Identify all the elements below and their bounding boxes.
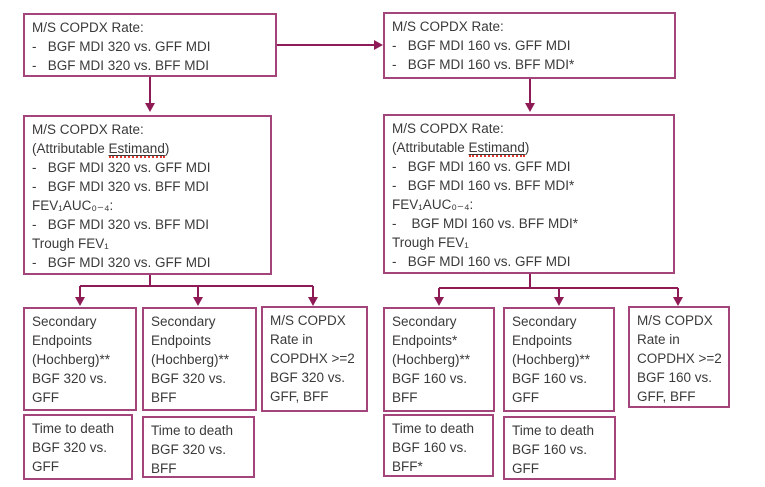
box-ms-copdx-rate-bgf160: M/S COPDX Rate: - BGF MDI 160 vs. GFF MD… [383, 12, 676, 79]
attributable-prefix: (Attributable [392, 140, 469, 155]
box-time-to-death-320-bff: Time to death BGF 320 vs. BFF [142, 416, 255, 478]
box-line: (Attributable Estimand) [32, 139, 264, 158]
box-line: Trough FEV₁ [32, 236, 109, 251]
box-line: - BGF MDI 160 vs. BFF MDI* [392, 216, 579, 231]
box-line: M/S COPDX Rate: [32, 122, 144, 137]
box-time-to-death-160-gff: Time to death BGF 160 vs. GFF [503, 416, 616, 480]
arrow-320-to-160-icon [277, 40, 383, 50]
box-copdx-rate-copdhx-320: M/S COPDX Rate in COPDHX >=2 BGF 320 vs.… [261, 306, 368, 412]
box-secondary-endpoints-320-bff: Secondary Endpoints (Hochberg)** BGF 320… [142, 307, 257, 411]
estimand-word-misspelled: Estimand [108, 141, 165, 158]
box-line: - BGF MDI 320 vs. BFF MDI [32, 217, 210, 232]
estimand-word-misspelled: Estimand [468, 140, 525, 157]
box-secondary-endpoints-160-bff: Secondary Endpoints* (Hochberg)** BGF 16… [383, 307, 495, 412]
box-line: FEV₁AUC₀₋₄: [392, 197, 474, 212]
box-line: - BGF MDI 320 vs. GFF MDI [32, 255, 211, 270]
arrow-320-down-icon [145, 77, 155, 112]
connector-tree-160-icon [434, 274, 683, 306]
box-copdx-rate-copdhx-160: M/S COPDX Rate in COPDHX >=2 BGF 160 vs.… [628, 306, 730, 408]
box-line: - BGF MDI 160 vs. GFF MDI [392, 159, 571, 174]
box-line: - BGF MDI 160 vs. GFF MDI [392, 254, 571, 269]
box-secondary-endpoints-160-gff: Secondary Endpoints (Hochberg)** BGF 160… [503, 307, 615, 412]
box-attributable-estimand-bgf320: M/S COPDX Rate: (Attributable Estimand) … [23, 115, 272, 275]
box-time-to-death-160-bff: Time to death BGF 160 vs. BFF* [383, 414, 494, 477]
box-ms-copdx-rate-bgf320: M/S COPDX Rate: - BGF MDI 320 vs. GFF MD… [23, 13, 277, 77]
box-line: FEV₁AUC₀₋₄: [32, 198, 114, 213]
box-line: M/S COPDX Rate: [392, 121, 504, 136]
attributable-suffix: ) [524, 140, 530, 155]
box-line: Trough FEV₁ [392, 235, 469, 250]
box-line: - BGF MDI 320 vs. GFF MDI [32, 160, 211, 175]
box-attributable-estimand-bgf160: M/S COPDX Rate: (Attributable Estimand) … [383, 114, 675, 274]
arrow-160-down-icon [525, 79, 535, 112]
box-line: (Attributable Estimand) [392, 138, 667, 157]
box-time-to-death-320-gff: Time to death BGF 320 vs. GFF [23, 414, 133, 480]
attributable-suffix: ) [164, 141, 170, 156]
box-line: - BGF MDI 320 vs. BFF MDI [32, 179, 210, 194]
connector-tree-320-icon [75, 275, 318, 306]
box-line: - BGF MDI 160 vs. BFF MDI* [392, 178, 575, 193]
attributable-prefix: (Attributable [32, 141, 109, 156]
box-secondary-endpoints-320-gff: Secondary Endpoints (Hochberg)** BGF 320… [23, 307, 137, 411]
